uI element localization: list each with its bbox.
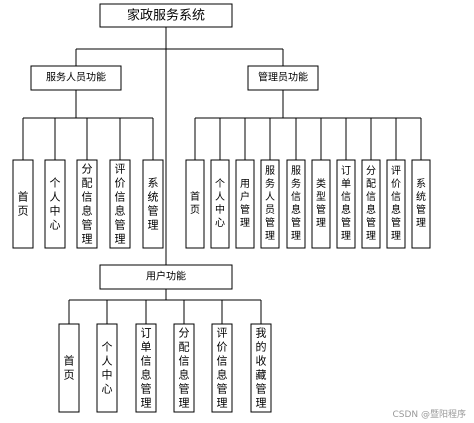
admin-leaf-node: 系统管理 [411,159,431,249]
admin-leaf-label: 个人中心 [215,178,225,229]
user-leaf-node: 分配信息管理 [173,323,195,413]
user-leaf-label: 分配信息管理 [179,327,190,410]
admin-leaf-label: 用户管理 [240,179,250,229]
admin-leaf-box [336,159,356,249]
admin-leaf-label: 类型管理 [316,177,326,229]
service-staff-leaf-box [142,159,164,249]
user-leaf-box [173,323,195,413]
user-leaf-node: 首页 [58,323,80,413]
service-staff-leaf-label: 系统管理 [148,177,159,232]
service-staff-leaf-node: 首页 [12,159,34,249]
connectors [22,27,422,324]
admin-leaf-label: 系统管理 [416,178,426,229]
admin-leaf-box [210,159,230,249]
admin-leaf-box [311,159,331,249]
root-node: 家政服务系统 [99,3,233,28]
service-staff-leaf-node: 系统管理 [142,159,164,249]
group-label-user: 用户功能 [146,270,186,283]
service-staff-leaf-node: 分配信息管理 [76,159,98,249]
admin-leaf-node: 服务人员管理 [260,159,280,249]
user-leaf-node: 订单信息管理 [135,323,157,413]
admin-leaf-node: 评价信息管理 [386,159,406,249]
admin-leaf-label: 服务人员管理 [265,165,275,242]
user-leaf-label: 个人中心 [102,341,113,396]
admin-leaf-label: 首页 [190,190,200,216]
admin-leaf-label: 订单信息管理 [341,165,351,242]
group-node-service-staff: 服务人员功能 [30,65,122,91]
admin-leaf-box [386,159,406,249]
admin-leaf-node: 个人中心 [210,159,230,249]
group-node-admin: 管理员功能 [247,65,319,91]
admin-leaf-node: 订单信息管理 [336,159,356,249]
admin-leaves: 首页 个人中心 用户管理 服务人员管理 服务信息管理 类型管理 订单信息管理 分配信息管理 评价… [185,159,431,249]
user-leaf-label: 我的收藏管理 [256,327,267,410]
user-leaf-box [211,323,233,413]
user-leaf-box [58,323,80,413]
service-staff-leaf-box [109,159,131,249]
service-staff-leaf-label: 首页 [18,190,29,218]
admin-leaf-label: 分配信息管理 [366,165,376,242]
user-leaf-label: 首页 [64,354,75,382]
admin-leaf-box [286,159,306,249]
admin-leaf-node: 分配信息管理 [361,159,381,249]
user-leaf-box [96,323,118,413]
group-label-admin: 管理员功能 [258,71,308,84]
user-leaf-node: 评价信息管理 [211,323,233,413]
service-staff-leaf-box [76,159,98,249]
group-label-service-staff: 服务人员功能 [46,71,106,84]
service-staff-leaf-box [12,159,34,249]
admin-leaf-label: 评价信息管理 [391,165,401,242]
service-staff-leaf-node: 评价信息管理 [109,159,131,249]
watermark: CSDN @暨阳程序 [392,410,466,420]
admin-leaf-box [185,159,205,249]
user-leaf-node: 我的收藏管理 [250,323,272,413]
service-staff-leaf-label: 分配信息管理 [82,163,93,246]
service-staff-leaf-label: 评价信息管理 [115,163,126,246]
admin-leaf-node: 类型管理 [311,159,331,249]
admin-leaf-node: 用户管理 [235,159,255,249]
service-staff-leaf-node: 个人中心 [44,159,66,249]
admin-leaf-node: 首页 [185,159,205,249]
user-leaf-label: 订单信息管理 [141,327,152,410]
admin-leaf-box [235,159,255,249]
admin-leaf-box [361,159,381,249]
service-staff-leaf-label: 个人中心 [50,177,61,232]
user-leaf-label: 评价信息管理 [217,327,228,410]
service-staff-leaves: 首页 个人中心 分配信息管理 评价信息管理 系统管理 [12,159,164,249]
admin-leaf-box [411,159,431,249]
group-node-user: 用户功能 [99,264,233,290]
service-staff-leaf-box [44,159,66,249]
admin-leaf-node: 服务信息管理 [286,159,306,249]
user-leaves: 首页 个人中心 订单信息管理 分配信息管理 评价信息管理 我的收藏管理 [58,323,272,413]
admin-leaf-label: 服务信息管理 [291,165,301,242]
admin-leaf-box [260,159,280,249]
root-label: 家政服务系统 [127,8,205,24]
user-leaf-box [135,323,157,413]
user-leaf-node: 个人中心 [96,323,118,413]
user-leaf-box [250,323,272,413]
